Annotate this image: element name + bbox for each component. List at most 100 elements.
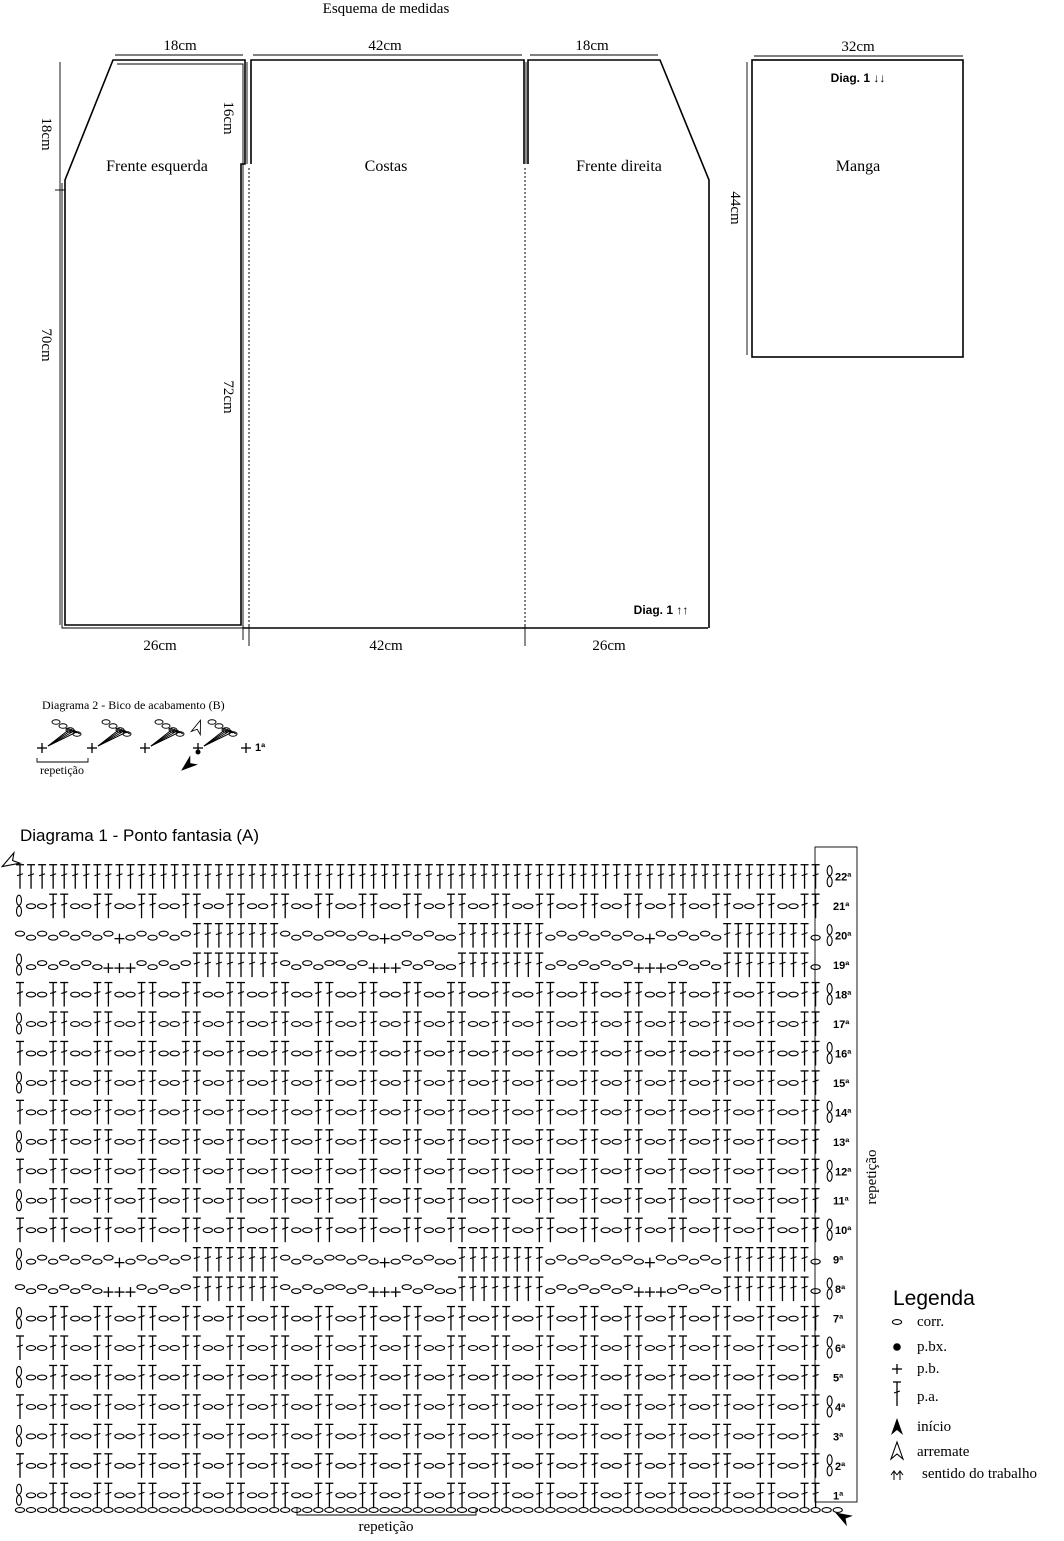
- double-crochet: [192, 1335, 202, 1361]
- double-crochet: [634, 1335, 644, 1361]
- chain-stitch: [169, 1109, 180, 1116]
- double-crochet: [645, 864, 655, 890]
- double-crochet: [534, 1482, 544, 1508]
- double-crochet: [247, 864, 257, 890]
- chain-stitch: [81, 1227, 92, 1234]
- legend-chain-label: corr.: [917, 1314, 944, 1330]
- double-crochet: [667, 1335, 677, 1361]
- double-crochet: [368, 1217, 379, 1243]
- double-crochet: [413, 1099, 423, 1126]
- double-crochet: [258, 922, 268, 949]
- chain-stitch: [346, 1021, 357, 1027]
- chain-stitch: [291, 1079, 302, 1086]
- double-crochet: [766, 1070, 777, 1096]
- chain-stitch: [25, 1079, 37, 1086]
- dim-sleeve-width: 32cm: [841, 39, 875, 55]
- double-crochet: [125, 864, 136, 890]
- chain-stitch: [777, 903, 788, 910]
- chain-stitch: [390, 1050, 401, 1057]
- chain-stitch: [744, 1168, 755, 1175]
- chain-stitch: [125, 934, 136, 941]
- chain-stitch: [70, 1168, 81, 1175]
- double-crochet: [103, 1482, 114, 1508]
- double-crochet: [136, 1070, 147, 1096]
- chain-stitch: [788, 1433, 799, 1440]
- double-crochet: [37, 864, 47, 890]
- chain-stitch: [302, 960, 313, 967]
- double-crochet: [457, 1040, 467, 1067]
- chain-stitch: [368, 934, 379, 941]
- double-crochet: [368, 1364, 379, 1391]
- turning-chain: [15, 1365, 23, 1389]
- dim-neck-depth: 16cm: [220, 101, 236, 135]
- double-crochet: [733, 1276, 743, 1302]
- chain-stitch: [302, 1050, 313, 1057]
- double-crochet: [81, 864, 91, 890]
- double-crochet: [280, 1482, 290, 1508]
- double-crochet: [413, 1011, 423, 1037]
- chain-stitch: [611, 1050, 622, 1057]
- legend-finish-label: arremate: [917, 1444, 970, 1460]
- chain-stitch: [478, 1109, 490, 1116]
- chain-stitch: [36, 1050, 48, 1057]
- single-crochet: [644, 1286, 656, 1298]
- chain-stitch: [699, 1050, 711, 1057]
- chain-stitch: [335, 1197, 346, 1204]
- foundation-chain: [788, 1507, 799, 1513]
- chain-stitch: [335, 1403, 346, 1410]
- chain-stitch: [644, 1315, 655, 1322]
- chain-stitch: [434, 1050, 446, 1057]
- chain-stitch: [158, 1315, 169, 1322]
- double-crochet: [799, 1394, 810, 1420]
- chain-stitch: [478, 1492, 490, 1499]
- double-crochet: [92, 1423, 102, 1450]
- double-crochet: [368, 864, 379, 890]
- double-crochet: [667, 1011, 677, 1037]
- double-crochet: [192, 1070, 202, 1096]
- chain-stitch: [246, 1374, 258, 1381]
- chain-stitch: [622, 1284, 633, 1291]
- double-crochet: [15, 1335, 25, 1361]
- turning-chain: [826, 1041, 833, 1065]
- chain-stitch: [412, 1258, 423, 1265]
- chain-stitch: [423, 903, 435, 910]
- chain-stitch: [733, 1403, 744, 1410]
- turning-chain: [15, 894, 23, 917]
- double-crochet: [678, 1364, 688, 1391]
- double-crochet: [722, 922, 732, 949]
- double-crochet: [181, 981, 191, 1008]
- double-crochet: [788, 864, 799, 890]
- turning-chain: [15, 1130, 23, 1153]
- double-crochet: [446, 1482, 456, 1508]
- double-crochet: [280, 1070, 290, 1096]
- double-crochet: [247, 1246, 257, 1273]
- diagram1-title: Diagrama 1 - Ponto fantasia (A): [20, 826, 259, 845]
- double-crochet: [147, 1364, 158, 1391]
- chain-stitch: [467, 991, 479, 998]
- chain-stitch: [611, 1021, 622, 1027]
- double-crochet: [711, 1129, 721, 1155]
- chain-stitch: [213, 1345, 225, 1351]
- chain-stitch: [699, 1433, 711, 1440]
- chain-stitch: [788, 1315, 799, 1322]
- chain-stitch: [699, 1227, 711, 1234]
- chain-stitch: [114, 1021, 125, 1027]
- double-crochet: [357, 893, 368, 919]
- double-crochet: [501, 922, 511, 949]
- chain-stitch: [346, 1492, 357, 1499]
- double-crochet: [457, 1158, 467, 1184]
- chain-stitch: [36, 1462, 48, 1469]
- double-crochet: [368, 1394, 379, 1420]
- double-crochet: [755, 1423, 765, 1450]
- chain-stitch: [70, 1288, 81, 1295]
- double-crochet: [48, 1305, 58, 1332]
- double-crochet: [313, 1394, 324, 1420]
- diagram2-repeat-label: repetição: [40, 763, 84, 777]
- double-crochet: [324, 1099, 335, 1126]
- double-crochet: [468, 1276, 478, 1302]
- chain-stitch: [467, 1315, 479, 1322]
- double-crochet: [446, 1129, 456, 1155]
- double-crochet: [534, 1217, 544, 1243]
- chain-stitch: [36, 1227, 48, 1234]
